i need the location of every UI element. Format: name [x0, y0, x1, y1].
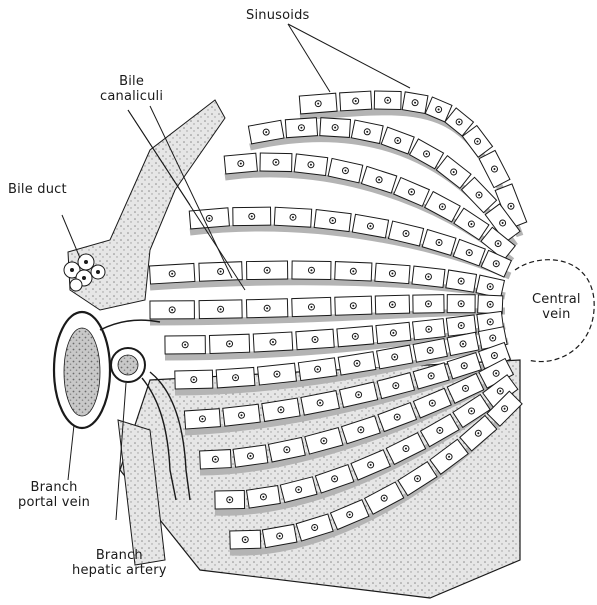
hepatocyte: [436, 156, 471, 189]
hepatocyte: [375, 263, 410, 283]
hepatocyte: [230, 530, 261, 549]
hepatocyte: [233, 207, 271, 225]
hepatocyte: [337, 326, 374, 347]
hepatocyte: [260, 153, 292, 172]
label-bile-canaliculi: Bile canaliculi: [100, 74, 163, 104]
hepatocyte: [374, 91, 401, 109]
hepatocyte: [314, 210, 351, 232]
hepatocyte: [223, 404, 261, 426]
hepatocyte: [224, 153, 257, 174]
hepatocyte: [200, 450, 232, 469]
hepatocyte: [335, 296, 372, 315]
label-branch-hepatic-artery: Branch hepatic artery: [72, 548, 167, 578]
hepatocyte: [150, 301, 194, 319]
hepatocyte: [340, 91, 372, 111]
hepatocyte: [299, 93, 337, 114]
label-bile-duct: Bile duct: [8, 182, 67, 197]
hepatocyte: [320, 118, 351, 138]
label-sinusoids: Sinusoids: [246, 8, 310, 23]
hepatocyte: [412, 266, 445, 287]
hepatocyte: [189, 208, 229, 229]
hepatocyte: [453, 239, 485, 265]
hepatocyte: [233, 445, 268, 467]
hepatocyte: [294, 154, 328, 176]
hepatocyte: [376, 322, 411, 343]
hepatocyte: [292, 297, 331, 316]
hepatocyte: [209, 334, 249, 353]
hepatocyte: [479, 150, 510, 187]
hepatocyte: [199, 300, 242, 319]
hepatocyte: [165, 336, 205, 354]
label-branch-portal-vein: Branch portal vein: [18, 480, 90, 510]
hepatocyte: [247, 261, 288, 280]
hepatocyte: [335, 262, 372, 281]
hepatocyte: [402, 92, 428, 114]
hepatocyte: [292, 261, 331, 279]
hepatocyte: [447, 295, 475, 313]
hepatocyte: [410, 139, 444, 169]
label-central-vein: Central vein: [532, 292, 581, 322]
hepatocyte: [274, 207, 311, 227]
hepatocyte: [199, 262, 242, 282]
hepatocyte: [253, 332, 292, 352]
hepatocyte: [413, 295, 444, 313]
hepatocyte: [184, 409, 220, 429]
hepatocyte: [175, 370, 213, 389]
hepatocyte: [216, 367, 255, 387]
hepatocyte: [394, 178, 430, 207]
hepatocyte: [296, 329, 334, 350]
hepatocyte: [246, 299, 287, 318]
hepatocyte: [258, 363, 297, 385]
hepatocyte: [149, 263, 194, 284]
hepatocyte: [215, 490, 245, 509]
hepatocyte: [413, 319, 446, 340]
hepatocyte: [446, 270, 477, 292]
hepatocyte: [285, 118, 317, 138]
hepatocyte: [478, 295, 503, 314]
hepatocyte: [375, 295, 409, 314]
hepatocyte: [425, 192, 461, 222]
